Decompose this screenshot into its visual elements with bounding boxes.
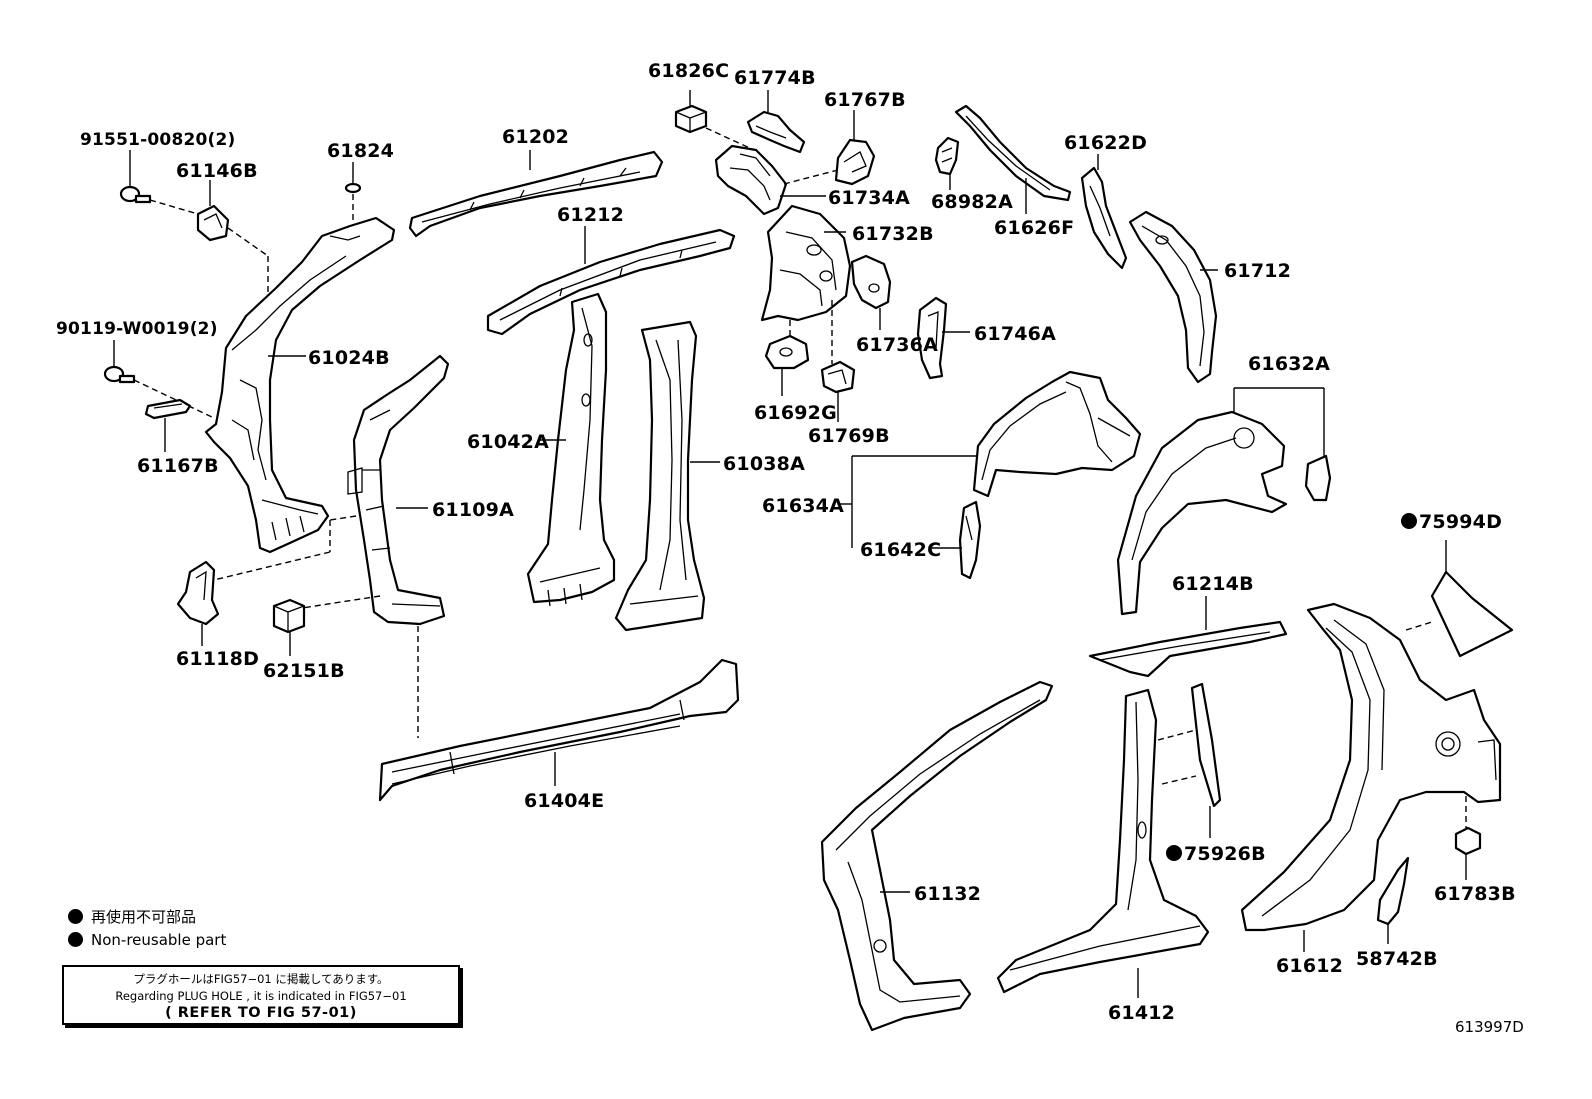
label-61774b: 61774B	[734, 67, 816, 89]
part-61734a-drawing	[705, 127, 839, 216]
non-reusable-dot-75926b	[1166, 845, 1182, 861]
part-61632a-drawing	[1116, 387, 1332, 616]
non-reusable-dot-75994d	[1401, 513, 1417, 529]
part-61167b-drawing	[144, 398, 192, 452]
label-61622d: 61622D	[1064, 132, 1147, 154]
label-90119-w0019: 90119-W0019(2)	[56, 319, 218, 339]
part-61412-drawing	[996, 688, 1210, 998]
label-61109a: 61109A	[432, 499, 514, 521]
label-61412: 61412	[1108, 1002, 1175, 1024]
label-61167b: 61167B	[137, 455, 219, 477]
part-90119-bolt-drawing	[103, 340, 215, 419]
part-61024b-drawing	[204, 216, 396, 554]
label-61132: 61132	[914, 883, 981, 905]
label-61767b: 61767B	[824, 89, 906, 111]
part-61404e-drawing	[378, 658, 740, 802]
part-62151b-drawing	[272, 598, 306, 656]
label-75994d: 75994D	[1419, 511, 1502, 533]
label-61634a: 61634A	[762, 495, 844, 517]
part-61826c-drawing	[674, 90, 708, 134]
part-61038a-drawing	[614, 320, 720, 632]
part-61732b-drawing	[760, 204, 852, 364]
label-61734a: 61734A	[828, 187, 910, 209]
note-refer: ( REFER TO FIG 57-01)	[165, 1005, 357, 1021]
part-61642c-drawing	[932, 500, 982, 580]
part-61214b-drawing	[1088, 596, 1288, 678]
part-61109a-drawing	[213, 354, 450, 738]
label-61712: 61712	[1224, 260, 1291, 282]
legend-dot-icon	[68, 932, 83, 947]
label-61612: 61612	[1276, 955, 1343, 977]
part-61824-drawing	[344, 162, 362, 230]
figure-id: 613997D	[1455, 1018, 1524, 1036]
part-61212-drawing	[486, 226, 736, 336]
legend-japanese: 再使用不可部品	[68, 906, 196, 927]
label-61769b: 61769B	[808, 425, 890, 447]
label-61038a: 61038A	[723, 453, 805, 475]
part-75926b-drawing	[1190, 682, 1222, 838]
label-62151b: 62151B	[263, 660, 345, 682]
part-61042a-drawing	[526, 292, 616, 607]
label-61732b: 61732B	[852, 223, 934, 245]
label-58742b: 58742B	[1356, 948, 1438, 970]
part-61692g-drawing	[764, 334, 810, 396]
part-61118d-drawing	[176, 560, 220, 646]
label-61826c: 61826C	[648, 60, 729, 82]
label-61736a: 61736A	[856, 334, 938, 356]
legend-english: Non-reusable part	[68, 931, 226, 949]
part-58742b-drawing	[1376, 856, 1410, 944]
label-61746a: 61746A	[974, 323, 1056, 345]
label-61632a: 61632A	[1248, 353, 1330, 375]
note-line-en: Regarding PLUG HOLE , it is indicated in…	[115, 989, 407, 1003]
label-61118d: 61118D	[176, 648, 259, 670]
note-line-jp: プラグホールはFIG57−01 に掲載してあります。	[133, 972, 389, 986]
label-61824: 61824	[327, 140, 394, 162]
part-75994d-drawing	[1405, 540, 1514, 658]
label-61024b: 61024B	[308, 347, 390, 369]
part-61774b-drawing	[746, 90, 806, 154]
label-61042a: 61042A	[467, 431, 549, 453]
plug-hole-note: プラグホールはFIG57−01 に掲載してあります。 Regarding PLU…	[62, 965, 460, 1025]
label-61642c: 61642C	[860, 539, 941, 561]
part-61622d-drawing	[1080, 154, 1128, 270]
part-61202-drawing	[408, 150, 664, 238]
part-91551-bolt-drawing	[119, 150, 199, 215]
part-61712-drawing	[1128, 210, 1218, 384]
part-61769b-drawing	[820, 360, 856, 422]
legend-en-text: Non-reusable part	[91, 931, 227, 949]
legend-dot-icon	[68, 909, 83, 924]
label-61214b: 61214B	[1172, 573, 1254, 595]
label-61404e: 61404E	[524, 790, 604, 812]
part-61767b-drawing	[834, 110, 876, 186]
label-61212: 61212	[557, 204, 624, 226]
label-68982a: 68982A	[931, 191, 1013, 213]
label-61783b: 61783B	[1434, 883, 1516, 905]
part-61612-drawing	[1240, 602, 1502, 952]
part-61746a-drawing	[916, 296, 970, 380]
part-61634a-drawing	[840, 370, 1142, 548]
label-91551-00820: 91551-00820(2)	[80, 130, 236, 150]
part-61626f-drawing	[954, 104, 1072, 214]
legend-jp-text: 再使用不可部品	[91, 908, 197, 926]
label-61146b: 61146B	[176, 160, 258, 182]
label-61692g: 61692G	[754, 402, 837, 424]
label-75926b: 75926B	[1184, 843, 1266, 865]
label-61202: 61202	[502, 126, 569, 148]
part-61132-drawing	[820, 680, 1054, 1032]
part-61146b-drawing	[196, 180, 269, 330]
part-61736a-drawing	[850, 254, 892, 330]
part-68982a-drawing	[934, 136, 960, 190]
label-61626f: 61626F	[994, 217, 1074, 239]
part-61783b-drawing	[1454, 796, 1482, 880]
